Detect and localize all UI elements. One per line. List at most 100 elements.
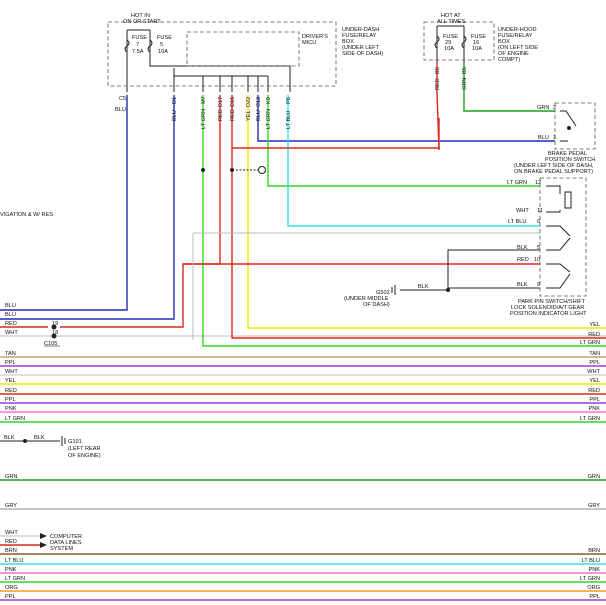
park-pin: 10 (534, 257, 540, 263)
underhood-box-label: BOX (498, 39, 510, 45)
wire-blu-d1 (0, 95, 175, 320)
computer-label: COMPUTER (50, 534, 82, 540)
connector-c12: C12 (256, 97, 262, 107)
wire-label: LT GRN (266, 109, 272, 129)
wire-grn-hood (463, 62, 555, 112)
wire-blu-c12 (257, 95, 555, 142)
park-switch-box (539, 177, 587, 297)
left-wire: ORG (5, 585, 18, 591)
g502-ground-symbol (391, 285, 396, 295)
right-wire: GRY (588, 503, 600, 509)
brake-switch-label: (UNDER LEFT SIDE OF DASH, (514, 163, 594, 169)
wire-label: RED (230, 109, 236, 121)
left-wire: BRN (5, 548, 17, 554)
left-wire: RED (5, 388, 17, 394)
fuse29-symbol (434, 35, 440, 49)
left-note: VIGATION & W/ RES (0, 212, 53, 218)
wire-label: GRN (462, 78, 468, 90)
left-wire: LT GRN (5, 416, 25, 422)
park-wire-label: BLK (517, 282, 528, 288)
left-wire: BLU (5, 303, 16, 309)
underhood-fuse-box (423, 21, 495, 61)
left-wire: BLU (5, 312, 16, 318)
fuse5-symbol (147, 39, 153, 53)
connector-b6: B6 (435, 67, 441, 74)
right-wire: BRN (588, 548, 600, 554)
wires (0, 62, 606, 601)
park-wire-label: LT GRN (507, 180, 527, 186)
connector-m7: M7 (201, 96, 207, 104)
right-wire: LT GRN (580, 416, 600, 422)
brake-switch-label: BRAKE PEDAL (548, 151, 587, 157)
wire-yel-d22 (247, 95, 606, 329)
fuse29-label: FUSE (443, 34, 458, 40)
right-wire: RED (588, 388, 600, 394)
right-wire: TAN (589, 351, 600, 357)
park-switch-label: POSITION INDICATOR LIGHT (510, 311, 587, 317)
park-pin: 5 (537, 245, 540, 251)
left-wire: RED (5, 321, 17, 327)
left-wire: WHT (5, 369, 18, 375)
right-wire-labels: YEL RED LT GRN TAN PPL WHT YEL RED PPL P… (580, 322, 601, 600)
wire-blu-c5 (0, 95, 128, 311)
underhood-box-label: OF ENGINE (498, 51, 529, 57)
fuse16-label: 16 (473, 40, 479, 46)
park-pin: 12 (535, 180, 541, 186)
g101-wire: BLK (4, 435, 15, 441)
right-wire: ORG (587, 585, 600, 591)
micu-box (186, 31, 300, 67)
right-wire: PNK (588, 406, 600, 412)
wire-red-d17-lower (60, 170, 221, 328)
g502-name: G502 (376, 290, 390, 296)
c105-name: C105 (44, 341, 57, 347)
left-wire: LT GRN (5, 576, 25, 582)
brake-switch-contacts (560, 110, 577, 142)
right-wire: YEL (589, 378, 600, 384)
info-marker (258, 166, 266, 174)
left-wire: PNK (5, 567, 17, 573)
underdash-box-label: UNDER-DASH (342, 27, 379, 33)
park-pin: 6 (537, 219, 540, 225)
left-wire: PPL (5, 360, 16, 366)
fuse5-label: 10A (158, 49, 168, 55)
left-wire: TAN (5, 351, 16, 357)
brake-wire-label: GRN (537, 105, 549, 111)
right-wire: PPL (589, 360, 600, 366)
wire-ltgrn-m7 (202, 95, 606, 347)
micu-label: DRIVER'S (302, 34, 328, 40)
g101-loc: (LEFT REAR (68, 446, 101, 452)
right-wire: PPL (589, 594, 600, 600)
computer-label: SYSTEM (50, 546, 73, 552)
wire-label: LT BLU (286, 111, 292, 129)
fuse7-label: FUSE (132, 35, 147, 41)
g101-wire: BLK (34, 435, 45, 441)
hot-run-label: HOT IN (131, 13, 150, 19)
right-wire: PPL (589, 397, 600, 403)
park-wire-label: LT BLU (508, 219, 526, 225)
right-wire: PNK (588, 567, 600, 573)
computer-arrow (40, 542, 47, 548)
left-wire: PNK (5, 406, 17, 412)
g101-ground-symbol (61, 436, 66, 446)
connector-b5: B5 (462, 67, 468, 74)
wire-label: RED (435, 78, 441, 90)
black-wires (0, 25, 540, 442)
connector-d16: D16 (230, 97, 236, 107)
underdash-fuse-box (107, 21, 337, 87)
underhood-box-label: UNDER-HOOD (498, 27, 537, 33)
wire-red-d16 (231, 95, 606, 339)
fuse7-label: 7 (136, 42, 139, 48)
left-wire: WHT (5, 330, 18, 336)
wire-ltgrn-k9 (267, 95, 540, 187)
splice-dot (23, 439, 27, 443)
g502-loc: (UNDER MIDDLE (344, 296, 389, 302)
wire-label: LT GRN (201, 109, 207, 129)
right-wire: WHT (587, 369, 600, 375)
park-pin: 9 (537, 282, 540, 288)
right-wire: LT GRN (580, 340, 600, 346)
splice-dot (51, 333, 57, 339)
park-switch-contacts (546, 185, 572, 289)
right-wire: RED (588, 332, 600, 338)
micu-label: MICU (302, 40, 316, 46)
wire-label: YEL (246, 110, 252, 121)
